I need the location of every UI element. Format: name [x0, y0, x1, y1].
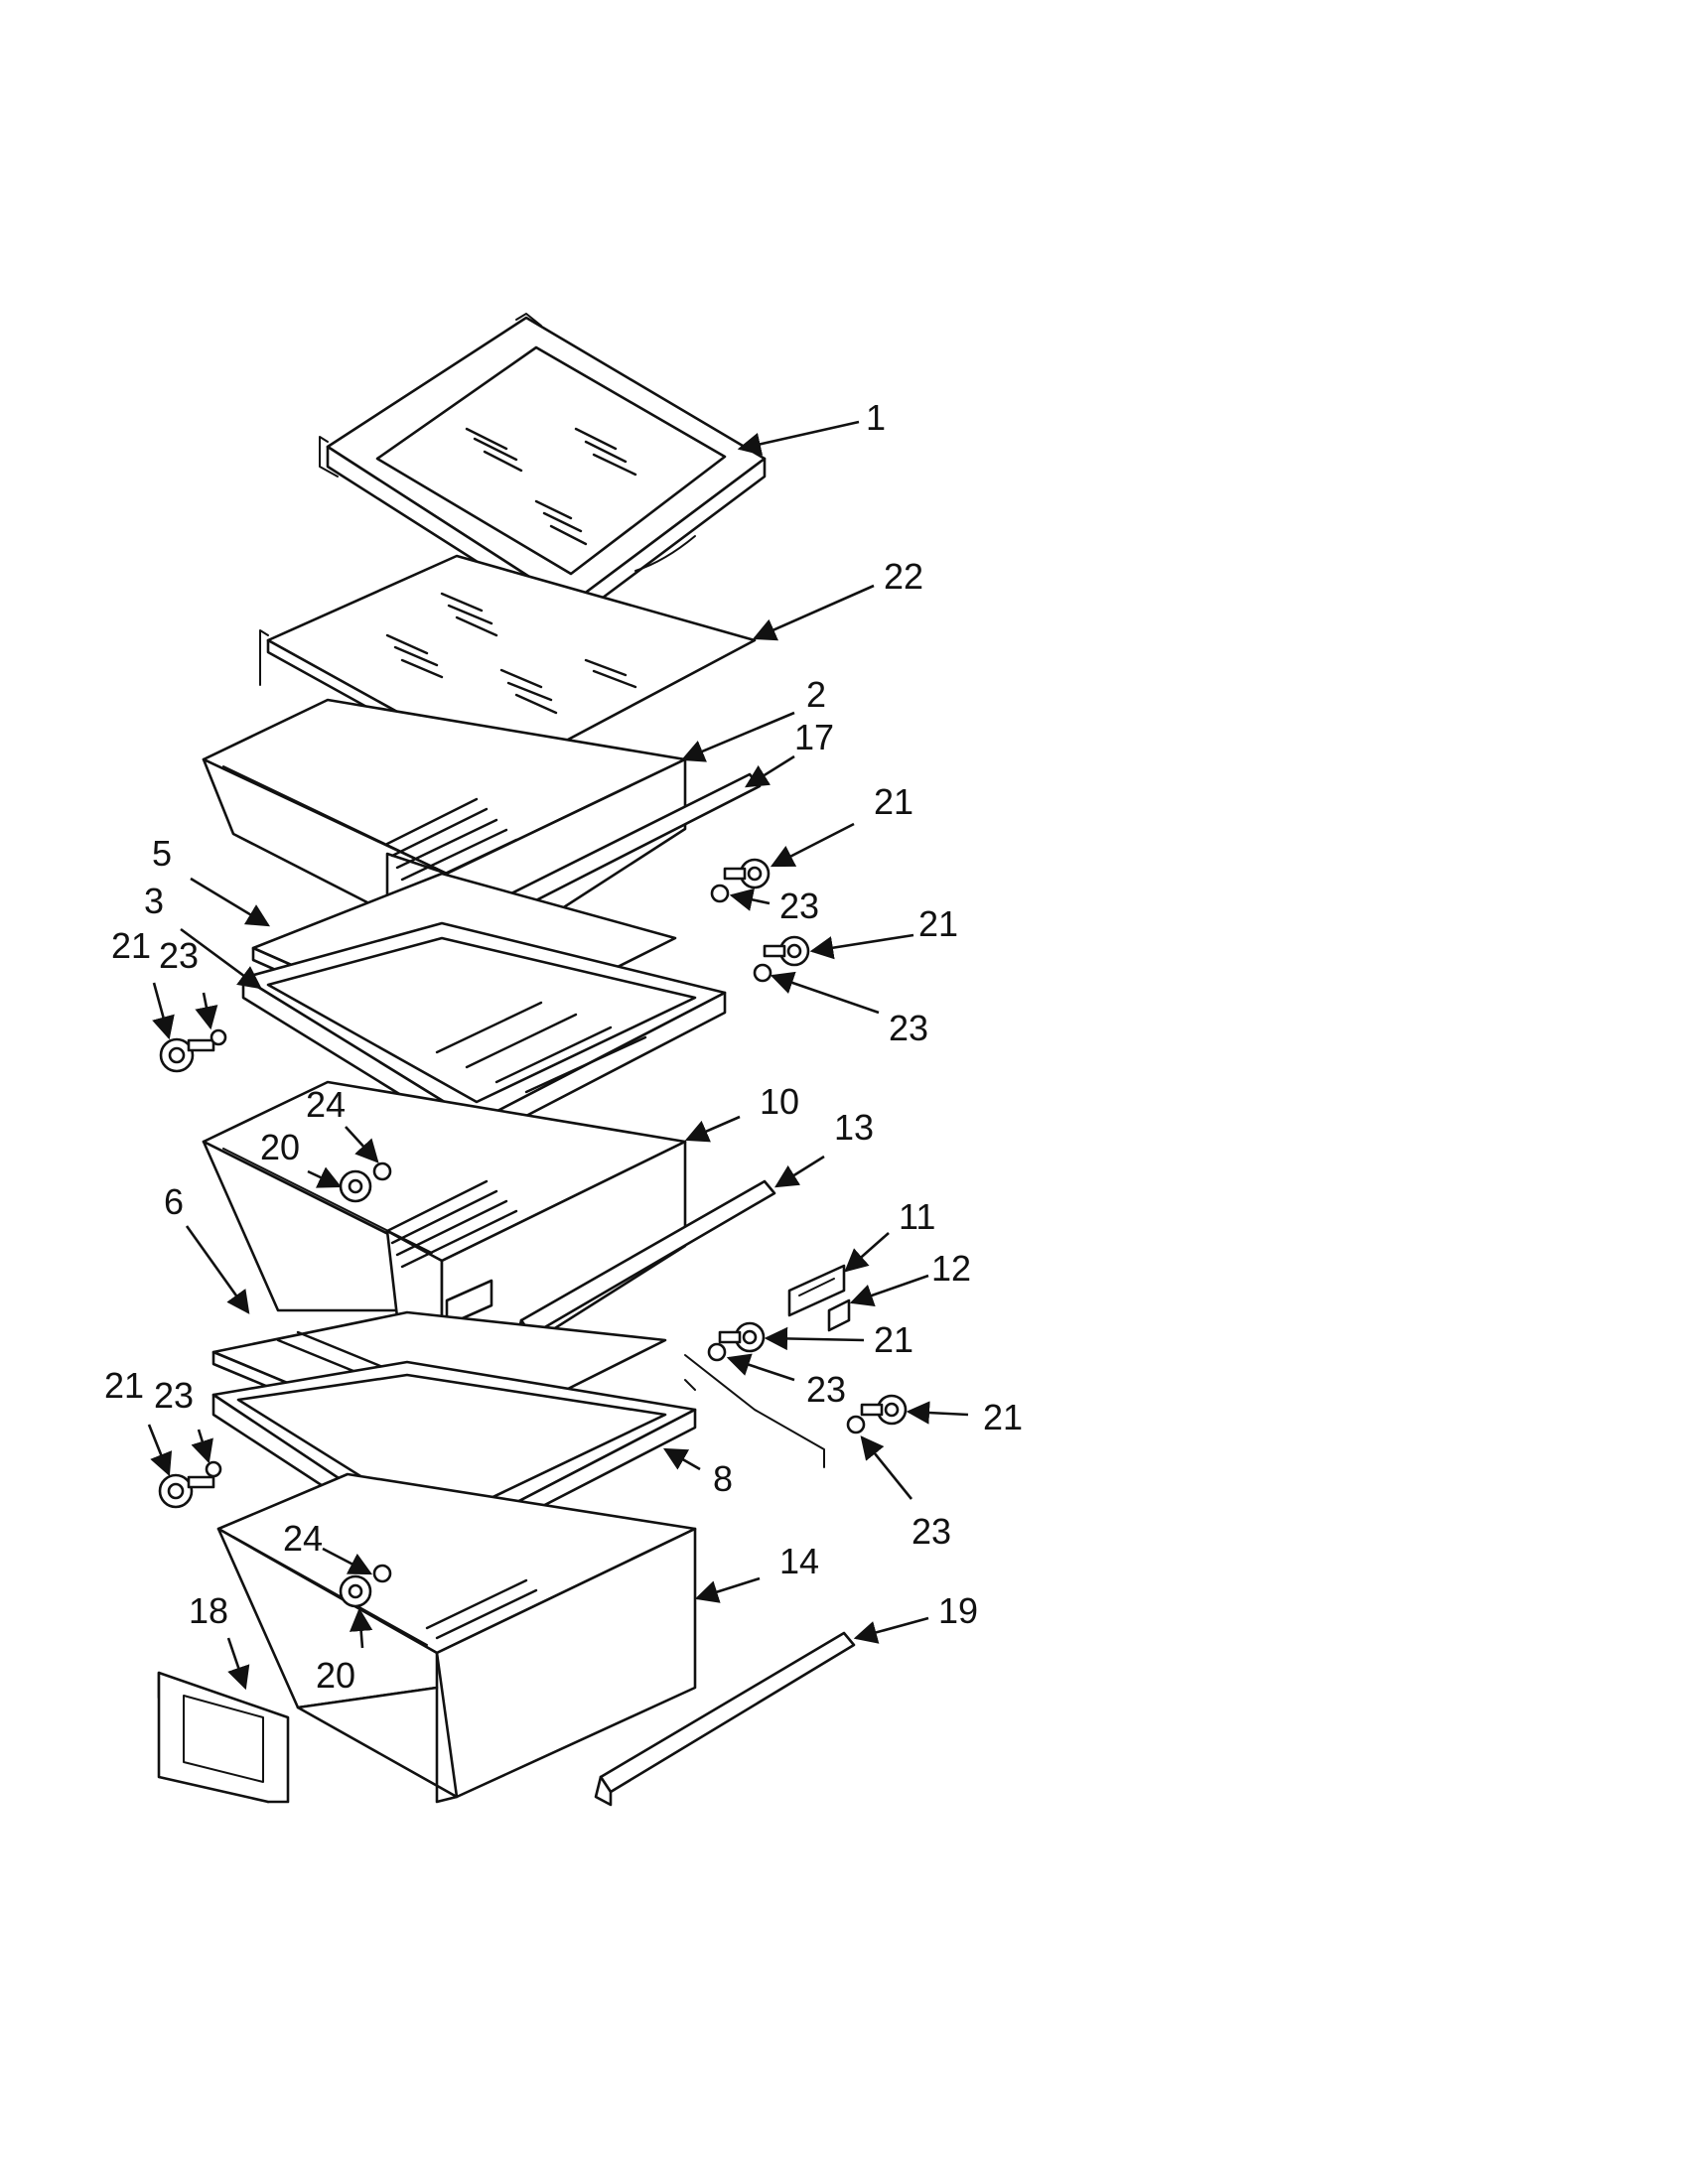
- callout-23b: 23: [889, 1008, 928, 1048]
- callout-6: 6: [164, 1181, 184, 1222]
- callout-21a: 21: [874, 781, 913, 822]
- glass-reflection-marks: [465, 427, 637, 546]
- bolt-23c: [210, 1028, 227, 1046]
- callout-8: 8: [713, 1458, 733, 1499]
- callout-3: 3: [144, 881, 164, 921]
- callout-17: 17: [794, 717, 834, 757]
- part-11-humidity-control: [787, 1264, 846, 1317]
- callout-1: 1: [866, 397, 886, 438]
- callout-21f: 21: [104, 1365, 144, 1406]
- callout-18: 18: [189, 1590, 228, 1631]
- bolt-23f: [205, 1460, 222, 1478]
- cover-ribs: [435, 1001, 647, 1094]
- bolt-24a: [372, 1161, 392, 1181]
- callout-23c: 23: [159, 935, 199, 976]
- callout-21b: 21: [918, 903, 958, 944]
- part-12-control-slide: [827, 1298, 851, 1332]
- part-18-label: [157, 1671, 290, 1804]
- roller-21a: [723, 858, 771, 889]
- leader-lines: [147, 420, 969, 1691]
- callout-11: 11: [899, 1196, 935, 1237]
- part-1-shelf-frame: [319, 313, 767, 623]
- callout-23d: 23: [806, 1369, 846, 1410]
- callout-20a: 20: [260, 1127, 300, 1167]
- callout-21c: 21: [111, 925, 151, 966]
- bolt-23a: [710, 884, 730, 903]
- roller-21f: [158, 1473, 215, 1509]
- roller-20a: [339, 1169, 372, 1203]
- roller-assemblies: [158, 858, 908, 1608]
- vent-slots: [385, 1179, 518, 1269]
- callout-2: 2: [806, 674, 826, 715]
- bolt-23b: [753, 963, 772, 983]
- callout-24a: 24: [306, 1084, 346, 1125]
- callout-21e: 21: [983, 1397, 1023, 1437]
- callout-21d: 21: [874, 1319, 913, 1360]
- callout-10: 10: [760, 1081, 799, 1122]
- part-14-pan-drawer: [216, 1472, 697, 1804]
- callout-19: 19: [938, 1590, 978, 1631]
- bolt-23e: [846, 1415, 866, 1434]
- roller-21c: [159, 1037, 215, 1073]
- bolt-24b: [372, 1564, 392, 1583]
- callout-23e: 23: [912, 1511, 951, 1552]
- roller-21d: [718, 1321, 766, 1353]
- callout-24b: 24: [283, 1518, 323, 1559]
- callout-22: 22: [884, 556, 923, 597]
- roller-20b: [339, 1574, 372, 1608]
- callout-20b: 20: [316, 1655, 355, 1696]
- callout-5: 5: [152, 833, 172, 874]
- callout-14: 14: [779, 1541, 819, 1581]
- callout-labels: 1 22 2 17 21 23 21 23 5 3 21 23 24 20 10…: [104, 397, 1023, 1696]
- glass-reflection-marks: [385, 592, 637, 715]
- vent-slots: [425, 1578, 538, 1640]
- callout-13: 13: [834, 1107, 874, 1148]
- callout-23a: 23: [779, 886, 819, 926]
- bolt-23d: [707, 1342, 727, 1362]
- roller-21b: [763, 935, 810, 967]
- callout-23f: 23: [154, 1375, 194, 1416]
- callout-12: 12: [931, 1248, 971, 1289]
- part-19-handle-trim: [594, 1631, 856, 1807]
- roller-21e: [860, 1394, 908, 1426]
